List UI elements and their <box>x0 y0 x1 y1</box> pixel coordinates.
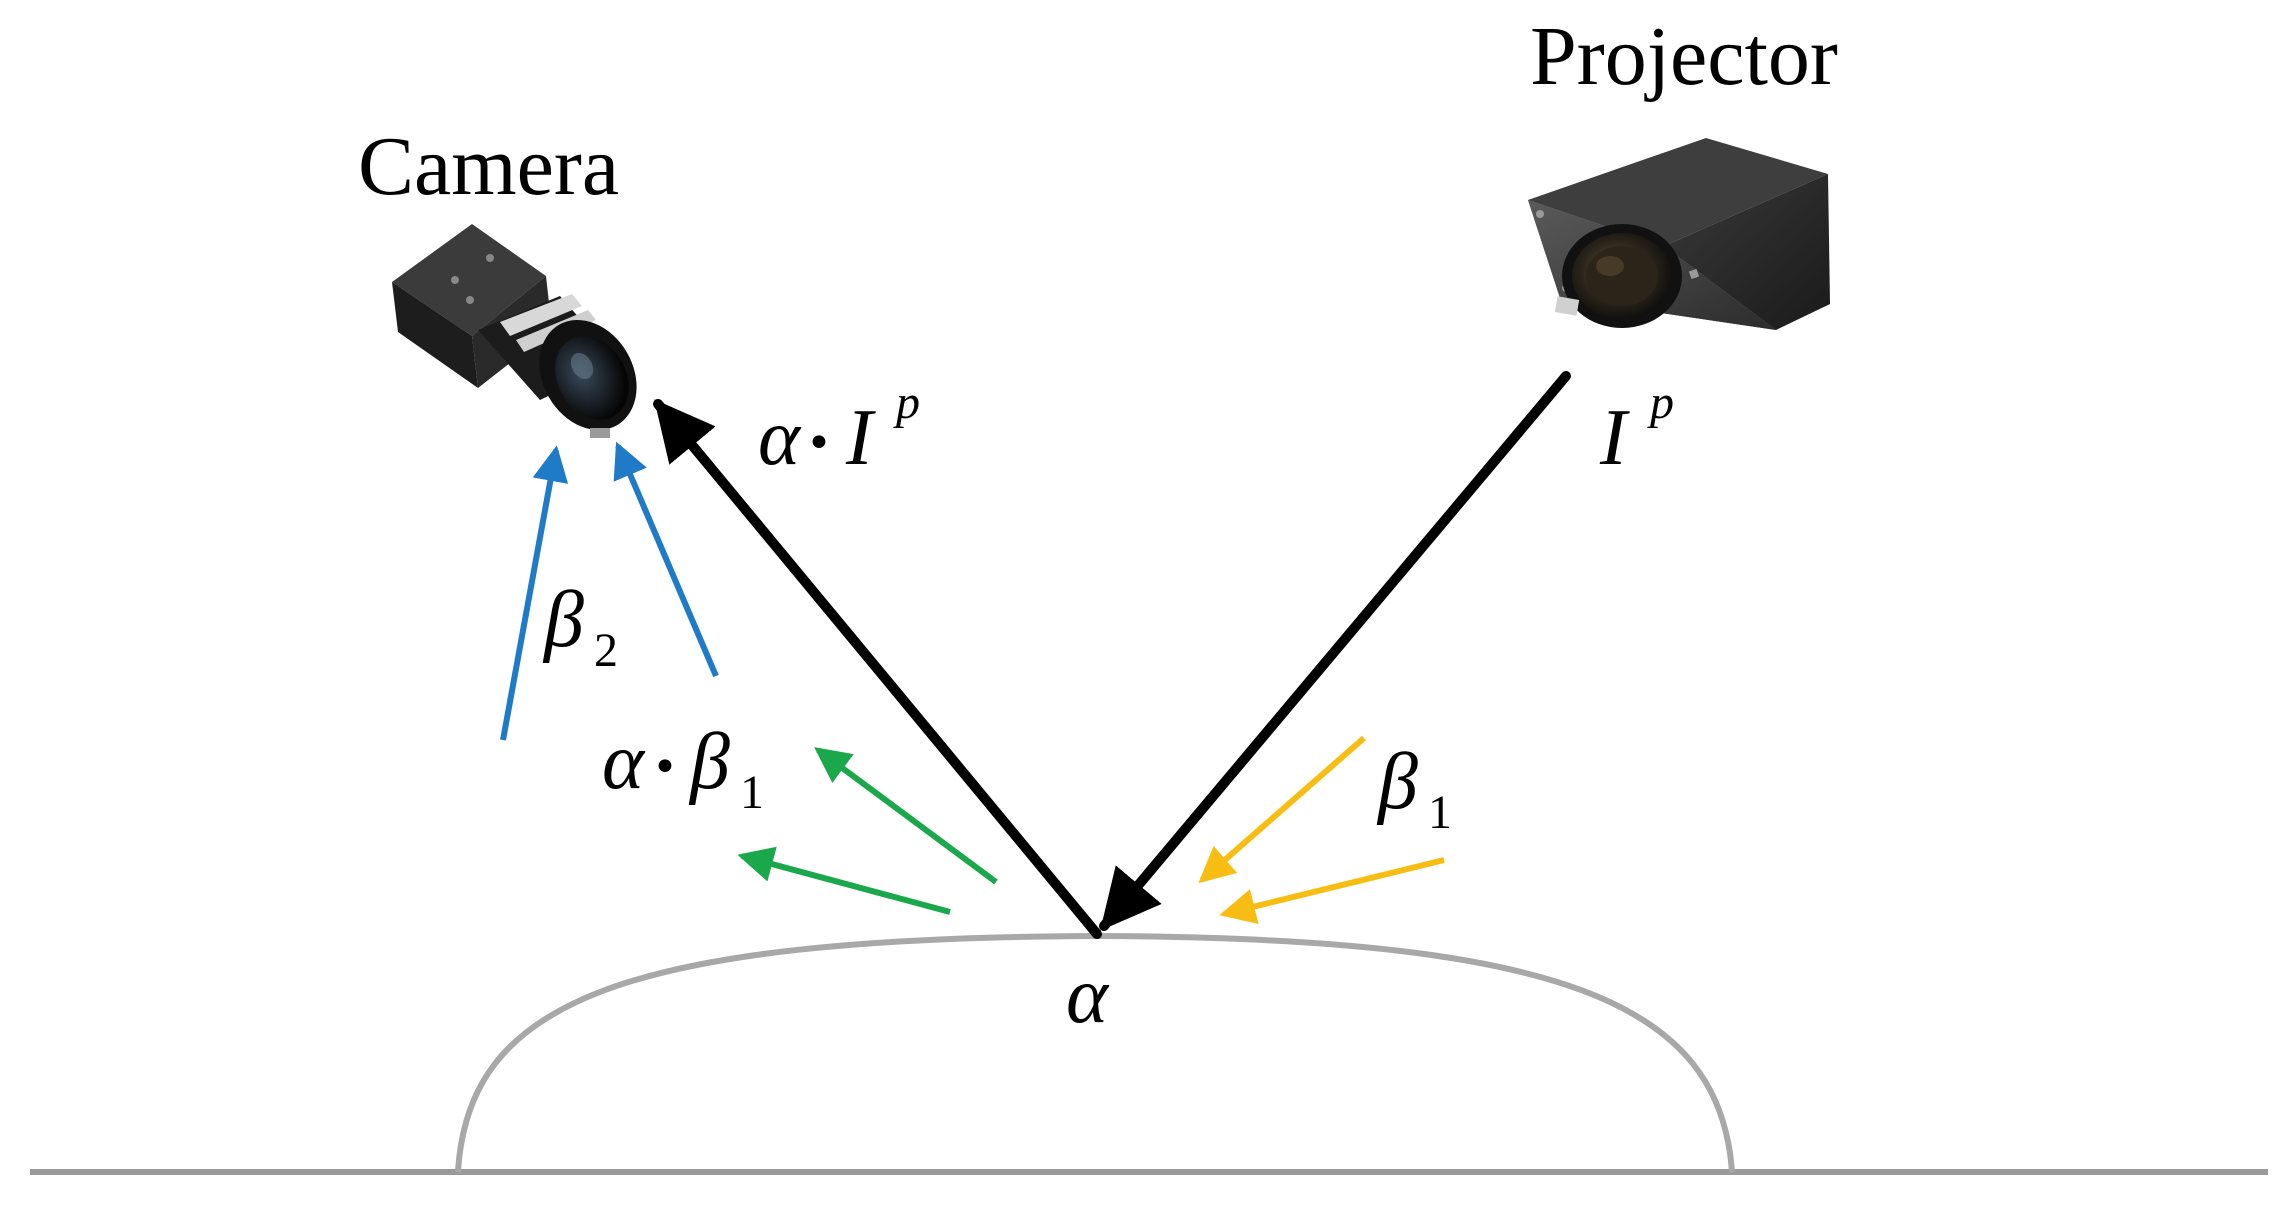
industrial-camera-icon <box>392 224 637 438</box>
reflected-intensity-sup: p <box>893 376 920 429</box>
alpha-beta1-sub: 1 <box>740 766 764 819</box>
reflected-bullet: • <box>806 418 832 469</box>
camera-label: Camera <box>358 120 619 213</box>
reflected-ray-arrow <box>653 399 1102 939</box>
ambient-reflected-arrow-upper <box>814 747 998 885</box>
beta1-symbol: β <box>1376 738 1418 826</box>
beta2-symbol: β <box>542 576 584 664</box>
reflected-intensity: I <box>845 394 876 482</box>
reflected-alpha: α <box>758 394 802 482</box>
ambient-incident-arrow-lower <box>1219 857 1445 925</box>
ambient-incident-arrow-upper <box>1198 735 1366 884</box>
ambient-direct-arrow-left <box>500 445 569 741</box>
incident-ray-arrow <box>1099 371 1571 931</box>
projector-icon <box>1528 138 1830 330</box>
beta2-label: β 2 <box>542 576 618 677</box>
projected-intensity-label: I p <box>1599 376 1674 482</box>
ambient-direct-arrow-right <box>613 441 719 678</box>
projected-intensity: I <box>1599 394 1630 482</box>
alpha-beta1-beta: β <box>688 718 730 806</box>
alpha-beta1-label: α • β 1 <box>602 718 764 819</box>
albedo-label: α <box>1066 952 1110 1040</box>
projected-intensity-sup: p <box>1647 376 1674 429</box>
alpha-beta1-bullet: • <box>652 742 678 793</box>
beta1-sub: 1 <box>1428 786 1452 839</box>
reflected-intensity-label: α • I p <box>758 376 920 482</box>
projector-label: Projector <box>1530 10 1838 103</box>
ambient-reflected-arrow-lower <box>737 846 951 915</box>
beta2-sub: 2 <box>594 624 618 677</box>
beta1-label: β 1 <box>1376 738 1452 839</box>
alpha-beta1-alpha: α <box>602 718 646 806</box>
